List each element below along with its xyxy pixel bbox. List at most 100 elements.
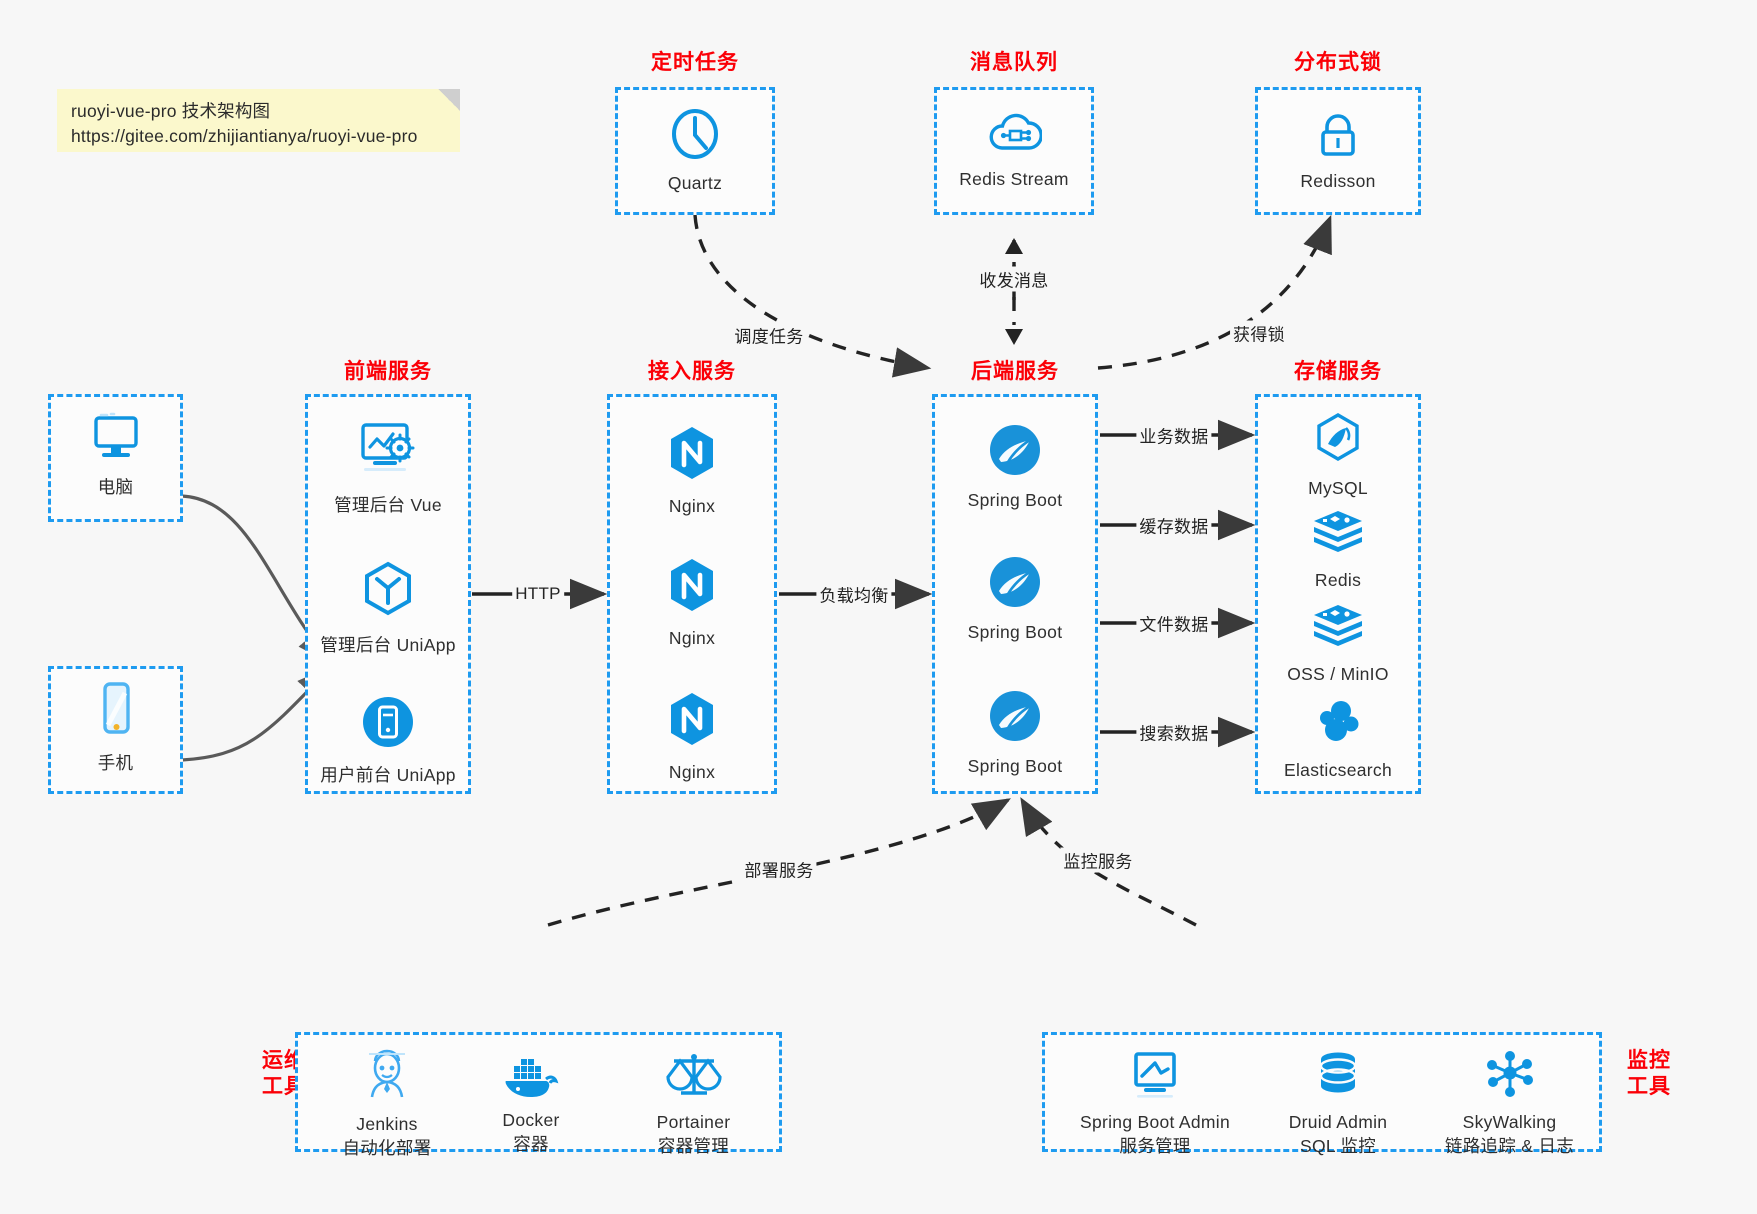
mobile-phone-icon [94,681,138,744]
group-box-client-mobile: 手机 [48,666,183,794]
edge-label-monitor-service: 监控服务 [1060,847,1136,873]
node-nginx-1[interactable]: Nginx [610,423,774,517]
portainer-scales-icon [665,1049,723,1106]
group-box-devops: Jenkins 自动化部署 Docker [295,1032,782,1158]
node-label-quartz: Quartz [667,173,723,193]
node-sublabel-docker: 容器 [513,1134,549,1154]
edge-label-cache-data: 缓存数据 [1136,512,1212,538]
spring-boot-icon [986,687,1044,750]
node-spring-boot-3[interactable]: Spring Boot [935,687,1095,777]
group-title-distributed-lock: 分布式锁 [1294,51,1382,74]
node-druid-admin[interactable]: Druid Admin SQL 监控 [1253,1049,1423,1158]
wire-schedule-task [693,214,932,378]
node-redis-stream[interactable]: Redis Stream [937,108,1091,190]
node-docker[interactable]: Docker 容器 [456,1055,606,1156]
group-title-backend: 后端服务 [971,360,1059,383]
node-spring-boot-admin[interactable]: Spring Boot Admin 服务管理 [1055,1049,1255,1158]
group-title-gateway: 接入服务 [648,360,736,383]
node-label-user-uniapp: 用户前台 UniApp [320,765,456,785]
node-label-redis: Redis [1314,570,1362,590]
node-label-admin-uniapp: 管理后台 UniApp [320,635,456,655]
group-box-frontend: 管理后台 Vue 管理后台 UniApp 用户前台 U [305,394,471,794]
node-label-spring-boot-3: Spring Boot [967,756,1063,776]
node-sublabel-jenkins: 自动化部署 [342,1138,432,1158]
group-box-distributed-lock: Redisson [1255,87,1421,215]
node-label-elasticsearch: Elasticsearch [1284,760,1392,780]
group-box-monitoring: Spring Boot Admin 服务管理 [1042,1032,1602,1156]
mobile-app-circle-icon [359,693,417,756]
node-admin-vue[interactable]: 管理后台 Vue [308,419,468,517]
monitor-chart-icon [1126,1049,1184,1106]
node-label-mobile: 手机 [97,753,134,773]
wire-acquire-lock [1097,214,1332,370]
edge-label-load-balance: 负载均衡 [816,581,892,607]
node-nginx-3[interactable]: Nginx [610,689,774,783]
oss-stack-icon [1308,601,1368,658]
node-user-uniapp[interactable]: 用户前台 UniApp [308,693,468,787]
note-line-url: https://gitee.com/zhijiantianya/ruoyi-vu… [71,126,418,147]
docker-whale-icon [501,1055,561,1104]
node-mobile[interactable]: 手机 [51,681,180,775]
jenkins-butler-icon [360,1049,414,1108]
note-fold-corner [438,89,460,111]
group-title-message-queue: 消息队列 [970,51,1058,74]
edge-label-acquire-lock: 获得锁 [1230,320,1288,346]
group-title-devops: 运维 工具 [255,1048,313,1101]
node-label-desktop: 电脑 [97,477,134,497]
node-redisson[interactable]: Redisson [1258,108,1418,192]
node-sublabel-druid-admin: SQL 监控 [1299,1136,1377,1156]
node-label-spring-boot-admin: Spring Boot Admin [1079,1112,1231,1132]
node-label-admin-vue: 管理后台 Vue [334,495,442,515]
node-sublabel-skywalking: 链路追踪 & 日志 [1444,1136,1575,1156]
wire-mq-up-head [1005,238,1023,254]
node-desktop[interactable]: 电脑 [51,411,180,499]
node-label-druid-admin: Druid Admin [1288,1112,1388,1132]
edge-label-search-data: 搜索数据 [1136,719,1212,745]
group-box-gateway: Nginx Nginx Nginx [607,394,777,794]
cloud-stream-icon [986,108,1043,163]
node-skywalking[interactable]: SkyWalking 链路追踪 & 日志 [1417,1049,1602,1158]
group-title-monitoring-line2: 工具 [1627,1075,1671,1099]
node-oss-minio[interactable]: OSS / MinIO [1258,601,1418,685]
node-redis[interactable]: Redis [1258,507,1418,591]
node-sublabel-spring-boot-admin: 服务管理 [1119,1136,1191,1156]
node-label-oss-minio: OSS / MinIO [1287,664,1389,684]
node-portainer[interactable]: Portainer 容器管理 [616,1049,771,1158]
desktop-monitor-icon [87,411,145,468]
edge-label-business-data: 业务数据 [1136,422,1212,448]
node-quartz[interactable]: Quartz [618,106,772,194]
group-box-backend: Spring Boot Spring Boot Spring Boot [932,394,1098,794]
node-spring-boot-1[interactable]: Spring Boot [935,421,1095,511]
group-title-monitoring: 监控 工具 [1620,1048,1678,1101]
spring-boot-icon [986,553,1044,616]
group-title-devops-line1: 运维 [262,1049,306,1072]
node-mysql[interactable]: MySQL [1258,411,1418,499]
node-jenkins[interactable]: Jenkins 自动化部署 [312,1049,462,1160]
skywalking-nodes-icon [1482,1049,1538,1106]
uniapp-hexagon-icon [359,559,417,626]
dashboard-gear-icon [352,419,424,486]
node-spring-boot-2[interactable]: Spring Boot [935,553,1095,643]
node-elasticsearch[interactable]: Elasticsearch [1258,697,1418,781]
edge-label-deploy-service: 部署服务 [741,856,817,882]
node-label-nginx-2: Nginx [668,628,716,648]
edge-label-send-receive-msg: 收发消息 [976,266,1052,292]
group-title-storage: 存储服务 [1294,360,1382,383]
edge-label-schedule-task: 调度任务 [731,322,807,348]
group-box-message-queue: Redis Stream [934,87,1094,215]
node-admin-uniapp[interactable]: 管理后台 UniApp [308,559,468,657]
node-label-spring-boot-2: Spring Boot [967,622,1063,642]
group-box-storage: MySQL Redis [1255,394,1421,794]
node-label-portainer: Portainer [656,1112,731,1132]
note-line-title: ruoyi-vue-pro 技术架构图 [71,101,271,121]
node-label-nginx-1: Nginx [668,496,716,516]
edge-label-http: HTTP [512,584,564,604]
group-title-scheduler: 定时任务 [651,51,739,74]
node-label-mysql: MySQL [1308,478,1368,498]
node-label-skywalking: SkyWalking [1462,1112,1557,1132]
node-sublabel-portainer: 容器管理 [657,1136,730,1156]
edge-label-file-data: 文件数据 [1136,610,1212,636]
lock-icon [1312,108,1364,165]
node-nginx-2[interactable]: Nginx [610,555,774,649]
mysql-dolphin-icon [1310,411,1366,472]
